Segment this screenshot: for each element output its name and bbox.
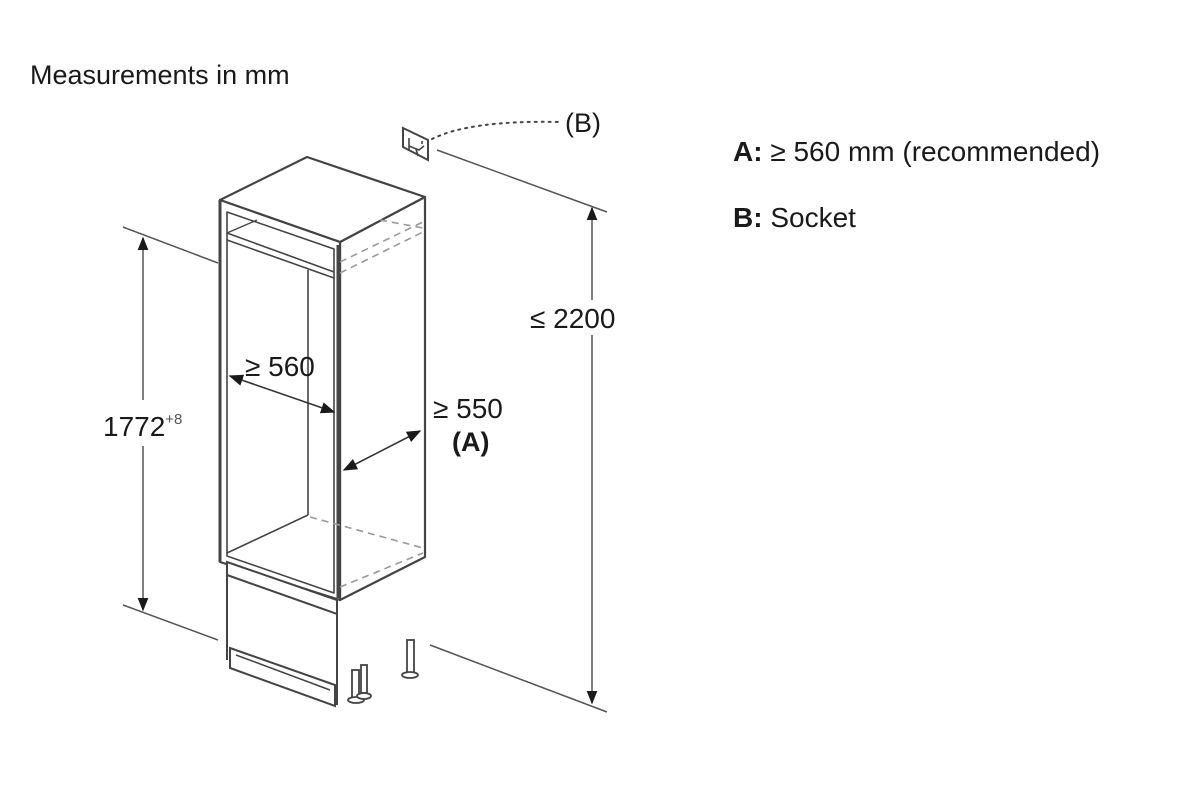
legend-item-b: B: Socket	[733, 202, 856, 234]
plinth	[226, 560, 338, 708]
max-height-dimension	[429, 149, 608, 713]
niche-height-label: 1772+8	[103, 411, 182, 442]
niche-height-dimension	[122, 226, 219, 641]
cabinet-right-side	[338, 195, 427, 602]
width-dimension-arrow	[228, 374, 336, 414]
depth-label: ≥ 550	[433, 393, 503, 424]
tolerance: +8	[165, 411, 182, 428]
cabinet-legs	[347, 639, 419, 704]
socket-leader-line	[431, 120, 561, 140]
cabinet-opening	[226, 211, 335, 594]
hidden-edges	[309, 219, 424, 588]
page-title: Measurements in mm	[30, 60, 290, 90]
cabinet	[218, 155, 427, 602]
legend-text: ≥ 560 mm (recommended)	[770, 136, 1101, 167]
legend-key: A:	[733, 136, 763, 167]
depth-ref-label: (A)	[452, 427, 489, 457]
max-height-label: ≤ 2200	[530, 303, 615, 334]
legend-text: Socket	[770, 202, 856, 233]
depth-dimension-arrow	[342, 430, 422, 471]
width-label: ≥ 560	[245, 351, 315, 382]
socket-ref-label: (B)	[565, 108, 601, 138]
legend-key: B:	[733, 202, 763, 233]
socket-icon	[402, 126, 429, 162]
legend-item-a: A: ≥ 560 mm (recommended)	[733, 136, 1100, 168]
